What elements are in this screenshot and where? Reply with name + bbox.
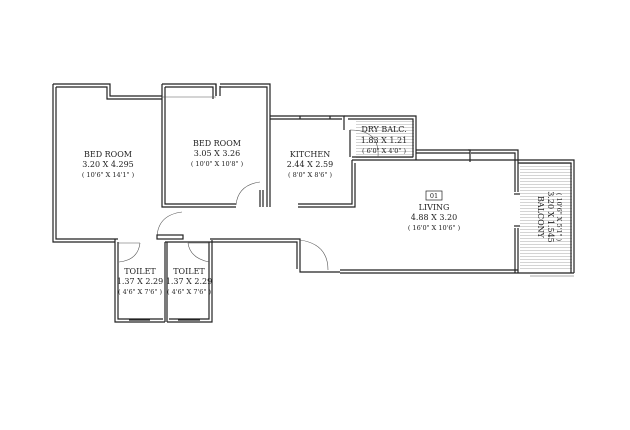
walls	[52, 83, 575, 323]
room-dry-balcony: DRY BALC. 1.83 X 1.21 ( 6'0" X 4'0" )	[361, 125, 407, 155]
room-name: LIVING	[419, 203, 450, 212]
dry-balcony-floor	[356, 120, 414, 158]
room-metric-size: 1.37 X 2.29	[117, 277, 163, 286]
room-metric-size: 1.37 X 2.29	[166, 277, 212, 286]
room-imperial-size: ( 10'6" X 14'1" )	[82, 171, 135, 179]
room-tag: 01	[430, 192, 438, 200]
room-name: TOILET	[173, 267, 205, 276]
room-balcony: BALCONY 3.20 X 1.545 ( 10'6" X 5'1" )	[536, 191, 563, 243]
room-metric-size: 3.20 X 4.295	[82, 160, 134, 169]
room-imperial-size: ( 16'0" X 10'6" )	[408, 224, 461, 232]
room-toilet-2: TOILET 1.37 X 2.29 ( 4'6" X 7'6" )	[166, 267, 212, 296]
room-metric-size: 3.05 X 3.26	[194, 149, 240, 158]
room-imperial-size: ( 8'0" X 8'6" )	[288, 171, 333, 179]
room-imperial-size: ( 4'6" X 7'6" )	[167, 288, 212, 296]
room-imperial-size: ( 10'0" X 10'8" )	[191, 160, 244, 168]
balcony-floor	[520, 163, 572, 271]
room-name: BED ROOM	[193, 139, 241, 148]
room-toilet-1: TOILET 1.37 X 2.29 ( 4'6" X 7'6" )	[117, 267, 163, 296]
room-imperial-size: ( 10'6" X 5'1" )	[555, 193, 563, 242]
room-tag-box	[425, 190, 443, 201]
room-name: TOILET	[124, 267, 156, 276]
room-metric-size: 2.44 X 2.59	[287, 160, 333, 169]
room-metric-size: 3.20 X 1.545	[546, 191, 555, 243]
room-name: BALCONY	[536, 196, 545, 239]
room-metric-size: 1.83 X 1.21	[361, 136, 407, 145]
room-metric-size: 4.88 X 3.20	[411, 213, 457, 222]
room-imperial-size: ( 4'6" X 7'6" )	[118, 288, 163, 296]
room-living: 01 LIVING 4.88 X 3.20 ( 16'0" X 10'6" )	[408, 190, 461, 232]
room-bedroom-1: BED ROOM 3.20 X 4.295 ( 10'6" X 14'1" )	[82, 150, 135, 179]
room-name: KITCHEN	[290, 150, 330, 159]
room-kitchen: KITCHEN 2.44 X 2.59 ( 8'0" X 8'6" )	[287, 150, 333, 179]
room-bedroom-2: BED ROOM 3.05 X 3.26 ( 10'0" X 10'8" )	[191, 139, 244, 168]
room-name: DRY BALC.	[361, 125, 406, 134]
room-name: BED ROOM	[84, 150, 132, 159]
room-imperial-size: ( 6'0" X 4'0" )	[362, 147, 407, 155]
